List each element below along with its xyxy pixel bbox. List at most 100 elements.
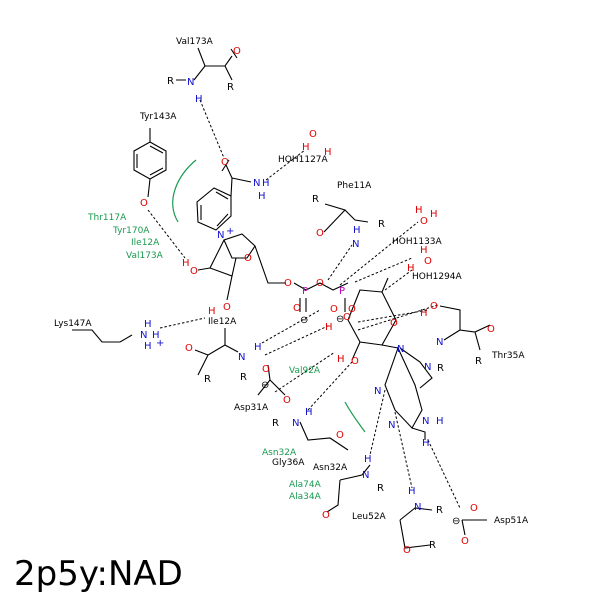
atom-n: N <box>253 178 260 189</box>
atom-o: O <box>430 301 438 312</box>
atom-p: P <box>339 286 345 297</box>
atom-o: O <box>343 312 351 323</box>
atom-h: H <box>353 225 361 236</box>
label-hoh1294: HOH1294A <box>412 272 463 282</box>
atom-o: O <box>185 343 193 354</box>
atom-o: O <box>316 228 324 239</box>
minus-sign: ⊖ <box>336 314 344 325</box>
atom-o: O <box>336 430 344 441</box>
atom-n: N <box>187 77 194 88</box>
residue-labels: Val173A Tyr143A HOH1127A Phe11A HOH1133A… <box>54 37 529 526</box>
atom-r: R <box>437 363 444 374</box>
atom-n: N <box>414 502 421 513</box>
atom-o: O <box>348 304 356 315</box>
atom-h: H <box>182 258 190 269</box>
atom-o: O <box>461 536 469 547</box>
label-hoh1133: HOH1133A <box>392 237 443 247</box>
hydrophobic-ala34: Ala34A <box>289 492 322 502</box>
atom-r: R <box>227 82 234 93</box>
atom-o: O <box>403 545 411 556</box>
plus-sign: + <box>226 226 234 237</box>
atom-h: H <box>420 308 428 319</box>
label-ile12: Ile12A <box>208 317 237 327</box>
atom-h: H <box>337 354 345 365</box>
label-val173: Val173A <box>176 37 214 47</box>
hydrophobic-tyr170: Tyr170A <box>112 226 150 236</box>
atom-n: N <box>362 470 369 481</box>
atom-h: H <box>407 263 415 274</box>
atom-n: N <box>424 362 431 373</box>
atom-o: O <box>293 303 301 314</box>
atom-o: O <box>322 510 330 521</box>
minus-sign: ⊖ <box>261 380 269 391</box>
atom-o: O <box>351 356 359 367</box>
atom-r: R <box>429 540 436 551</box>
atom-o: O <box>221 157 229 168</box>
hydrophobic-ala74: Ala74A <box>289 480 322 490</box>
atom-o: O <box>140 198 148 209</box>
label-leu52: Leu52A <box>352 512 387 522</box>
atom-r: R <box>312 194 319 205</box>
bond-skeleton <box>72 47 491 549</box>
hydrogen-bond-lines <box>147 99 461 509</box>
diagram-title: 2p5y:NAD <box>14 554 183 594</box>
label-asp51: Asp51A <box>494 516 529 526</box>
atom-h: H <box>325 322 333 333</box>
label-asn32: Asn32A <box>313 463 348 473</box>
atom-o: O <box>223 302 231 313</box>
atom-n: N <box>238 352 245 363</box>
hydrophobic-labels: Thr117A Tyr170A Ile12A Val173A Val92A As… <box>87 213 322 502</box>
atom-n: N <box>436 337 443 348</box>
atom-r: R <box>240 372 247 383</box>
hydrophobic-val173: Val173A <box>126 251 164 261</box>
atom-n: N <box>374 386 381 397</box>
atom-h: H <box>254 342 262 353</box>
atom-r: R <box>167 76 174 87</box>
hydrophobic-val92: Val92A <box>289 366 321 376</box>
atom-h: H <box>364 454 372 465</box>
label-gly36: Gly36A <box>272 458 305 468</box>
atom-r: R <box>378 219 385 230</box>
atom-n: N <box>422 416 429 427</box>
atom-o: O <box>420 216 428 227</box>
atom-h: H <box>415 205 423 216</box>
atom-n: N <box>140 330 147 341</box>
atom-r: R <box>436 505 443 516</box>
atom-h: H <box>422 438 430 449</box>
atom-o: O <box>316 278 324 289</box>
atom-h: H <box>305 407 313 418</box>
atom-h: H <box>420 245 428 256</box>
atom-o: O <box>262 364 270 375</box>
atom-h: H <box>152 330 160 341</box>
atom-o: O <box>309 129 317 140</box>
hydrophobic-thr117: Thr117A <box>87 213 127 223</box>
atom-labels: O R R N H O H H O N H H N + O H O O O H … <box>140 46 495 556</box>
atom-h: H <box>436 416 444 427</box>
atom-h: H <box>195 94 203 105</box>
atom-o: O <box>330 304 338 315</box>
atom-h: H <box>144 319 152 330</box>
atom-r: R <box>272 418 279 429</box>
atom-o: O <box>233 46 241 57</box>
label-thr35: Thr35A <box>491 351 525 361</box>
minus-sign: ⊖ <box>452 516 460 527</box>
atom-h: H <box>408 486 416 497</box>
atom-n: N <box>397 344 404 355</box>
atom-h: H <box>430 209 438 220</box>
label-tyr143: Tyr143A <box>139 112 177 122</box>
atom-h: H <box>324 147 332 158</box>
atom-h: H <box>144 341 152 352</box>
atom-o: O <box>283 395 291 406</box>
atom-o: O <box>244 253 252 264</box>
plus-sign: + <box>156 338 164 349</box>
atom-h: H <box>258 191 266 202</box>
label-phe11: Phe11A <box>337 181 372 191</box>
atom-h: H <box>302 142 310 153</box>
atom-h: H <box>262 178 270 189</box>
atom-n-plus: N <box>217 230 224 241</box>
label-hoh1127: HOH1127A <box>278 155 329 165</box>
label-asp31: Asp31A <box>234 403 269 413</box>
atom-n: N <box>352 239 359 250</box>
atom-o: O <box>470 503 478 514</box>
